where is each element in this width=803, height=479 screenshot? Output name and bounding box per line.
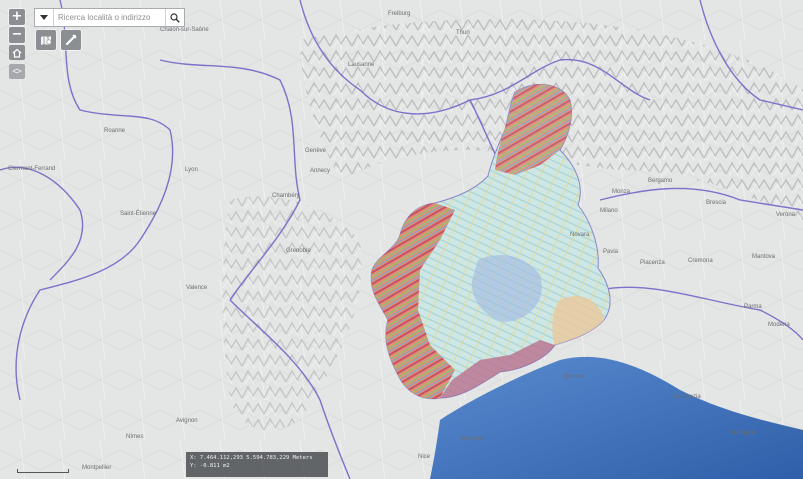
coordinate-line-2: Y: -0.811 m2	[190, 463, 230, 469]
map-print-icon	[41, 36, 52, 45]
map-label: Cremona	[688, 258, 713, 264]
map-label: Sanremo	[460, 436, 485, 442]
map-label: Thun	[456, 30, 470, 36]
place-labels: Chalon-sur-Saône Freiburg Thun Lausanne …	[8, 11, 796, 471]
map-label: Modena	[768, 322, 790, 328]
map-label: Brescia	[706, 200, 727, 206]
piemonte-region[interactable]	[370, 83, 611, 400]
map-label: Nîmes	[126, 434, 143, 440]
layers-toggle-button[interactable]	[9, 64, 25, 79]
home-icon	[12, 48, 22, 58]
map-label: Grenoble	[286, 248, 311, 254]
measure-icon	[65, 34, 77, 46]
map-label: Freiburg	[388, 11, 410, 17]
map-label: Genova	[563, 374, 585, 380]
map-label: Chambéry	[272, 193, 300, 199]
home-button[interactable]	[9, 45, 25, 60]
zoom-in-button[interactable]: +	[9, 9, 25, 25]
western-alps-relief	[222, 196, 362, 431]
map-label: Valence	[186, 285, 208, 291]
map-label: Montpellier	[82, 465, 111, 471]
layers-icon	[12, 68, 22, 73]
map-label: Nice	[418, 454, 431, 460]
coordinate-readout: X: 7.464.112,293 5.594.783,229 Meters Y:…	[186, 452, 328, 477]
map-label: Clermont-Ferrand	[8, 166, 55, 172]
map-label: Pavia	[603, 249, 619, 255]
map-label: Annecy	[310, 168, 330, 174]
print-map-button[interactable]	[36, 30, 56, 50]
zoom-out-button[interactable]: −	[9, 27, 25, 43]
search-dropdown-button[interactable]	[35, 9, 54, 26]
map-label: Lausanne	[348, 62, 375, 68]
search-bar	[34, 8, 185, 27]
search-button[interactable]	[165, 9, 184, 26]
map-label: Milano	[600, 208, 618, 214]
map-label: Piacenza	[640, 260, 665, 266]
map-label: La Spezia	[674, 394, 701, 400]
map-label: Avignon	[176, 418, 198, 424]
map-label: Mantova	[752, 254, 776, 260]
ligurian-sea	[430, 356, 803, 479]
map-label: Bergamo	[648, 178, 673, 184]
map-label: Verona	[776, 212, 796, 218]
map-label: Lyon	[185, 167, 198, 173]
map-label: Viareggio	[730, 430, 756, 436]
search-input[interactable]	[54, 10, 165, 25]
magnifier-icon	[170, 12, 180, 23]
map-label: Novara	[570, 232, 590, 238]
measure-tool-button[interactable]	[61, 30, 81, 50]
scale-bar	[17, 469, 69, 473]
map-label: Saint-Étienne	[120, 210, 157, 217]
map-label: Monza	[612, 189, 631, 195]
coordinate-line-1: X: 7.464.112,293 5.594.783,229 Meters	[190, 455, 313, 461]
map-label: Chalon-sur-Saône	[160, 27, 209, 33]
map-label: Parma	[744, 304, 762, 310]
map-label: Genève	[305, 148, 327, 154]
map-label: Roanne	[104, 128, 126, 134]
